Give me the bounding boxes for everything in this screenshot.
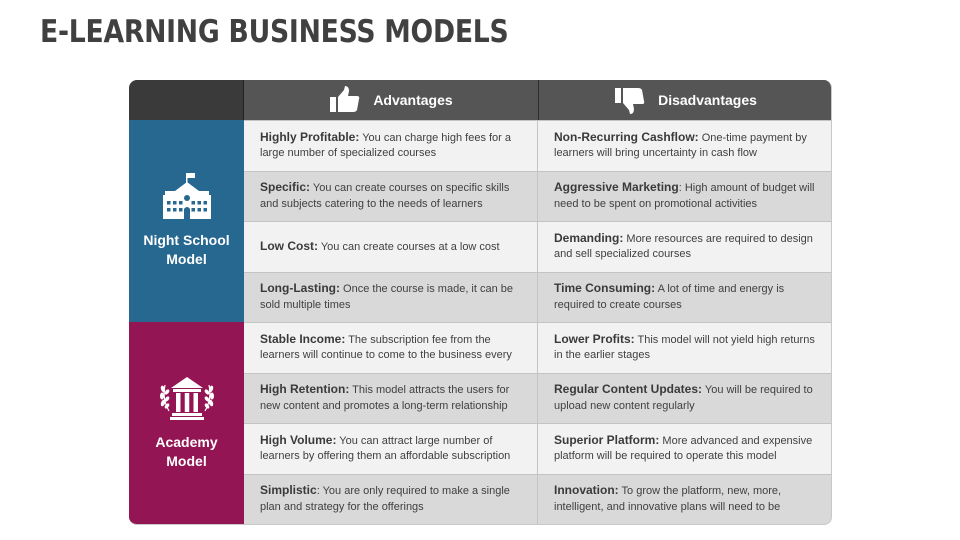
night-adv-2: Specific: You can create courses on spec… bbox=[244, 170, 538, 221]
business-models-table: Advantages Disadvantages Night S bbox=[129, 80, 832, 525]
header-corner bbox=[129, 80, 244, 120]
thumbs-down-icon bbox=[615, 88, 645, 114]
model-academy-label: Academy Model bbox=[155, 434, 218, 469]
academy-adv-2: High Retention: This model attracts the … bbox=[244, 372, 538, 423]
academy-dis-2: Regular Content Updates: You will be req… bbox=[538, 372, 831, 423]
academy-dis-4: Innovation: To grow the platform, new, m… bbox=[538, 473, 831, 524]
night-adv-4: Long-Lasting: Once the course is made, i… bbox=[244, 271, 538, 322]
page-title: E-LEARNING BUSINESS MODELS bbox=[40, 14, 509, 50]
model-night-school-label: Night School Model bbox=[143, 232, 230, 267]
thumbs-up-icon bbox=[330, 86, 360, 112]
header-advantages-label: Advantages bbox=[373, 92, 453, 108]
night-dis-3: Demanding: More resources are required t… bbox=[538, 221, 831, 272]
night-adv-3: Low Cost: You can create courses at a lo… bbox=[244, 221, 538, 272]
academy-dis-3: Superior Platform: More advanced and exp… bbox=[538, 423, 831, 474]
school-building-icon bbox=[162, 173, 211, 219]
academy-dis-1: Lower Profits: This model will not yield… bbox=[538, 322, 831, 373]
academy-adv-3: High Volume: You can attract large numbe… bbox=[244, 423, 538, 474]
night-adv-1: Highly Profitable: You can charge high f… bbox=[244, 120, 538, 171]
academy-adv-1: Stable Income: The subscription fee from… bbox=[244, 322, 538, 373]
header-advantages: Advantages bbox=[244, 80, 538, 120]
header-disadvantages-label: Disadvantages bbox=[658, 92, 757, 108]
night-dis-1: Non-Recurring Cashflow: One-time payment… bbox=[538, 120, 831, 171]
academy-pillars-laurel-icon bbox=[159, 377, 214, 420]
header-disadvantages: Disadvantages bbox=[538, 80, 831, 120]
night-dis-2: Aggressive Marketing: High amount of bud… bbox=[538, 170, 831, 221]
model-night-school: Night School Model bbox=[129, 120, 244, 322]
model-academy: Academy Model bbox=[129, 322, 244, 524]
night-dis-4: Time Consuming: A lot of time and energy… bbox=[538, 271, 831, 322]
academy-adv-4: Simplistic: You are only required to mak… bbox=[244, 473, 538, 524]
